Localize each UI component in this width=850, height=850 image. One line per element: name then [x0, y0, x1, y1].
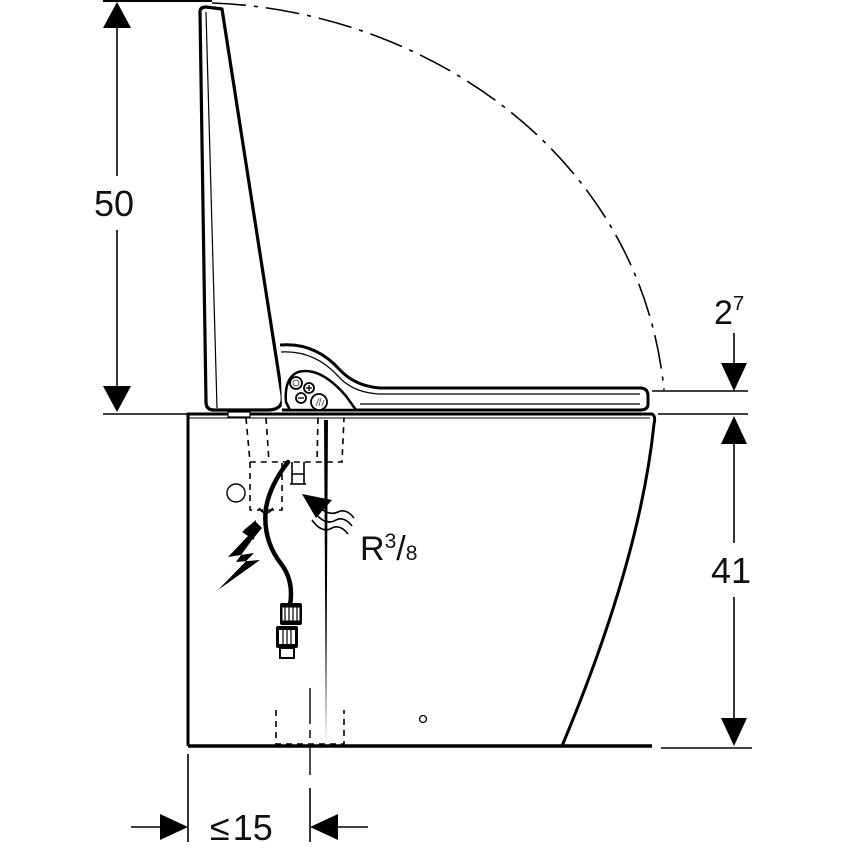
water-valve [290, 462, 306, 485]
front-hole-marker [418, 714, 428, 724]
seat [279, 343, 650, 412]
raised-lid [198, 5, 284, 412]
dimension-27-base: 2 [714, 294, 733, 332]
water-connection-label: R3/8 [360, 530, 418, 568]
dimension-27-line [652, 333, 748, 415]
water-inlet-arrow-icon [302, 494, 355, 535]
lightning-bolt-icon [218, 520, 262, 590]
side-circle-marker [226, 483, 246, 503]
bowl-body [186, 411, 657, 748]
lid-swing-arc [211, 2, 665, 391]
dimension-15-prefix: ≤ [210, 807, 230, 848]
dimension-41-label: 41 [711, 550, 752, 591]
lady-wash-button-icon [310, 393, 328, 411]
dimension-15-line [131, 754, 368, 842]
hidden-connection-box [245, 417, 345, 745]
control-panel [284, 369, 359, 412]
power-cable [258, 459, 294, 608]
water-connection-denominator: 8 [405, 542, 418, 565]
dimension-50-line [103, 2, 212, 415]
wall-line [324, 420, 328, 745]
dimension-50-label: 50 [94, 183, 135, 224]
water-connection-slash: / [396, 530, 406, 568]
dimension-27-superscript: 7 [732, 293, 745, 315]
dimension-15-label: ≤ 15 [210, 810, 273, 846]
dimension-15-value: 15 [232, 807, 273, 848]
water-connection-letter: R [360, 530, 385, 568]
dimension-41-line [661, 416, 752, 749]
power-plug-icon [276, 603, 302, 659]
rear-wash-button-icon [289, 376, 303, 390]
water-connection-numerator: 3 [384, 530, 397, 553]
dimension-27-label: 27 [714, 293, 745, 332]
